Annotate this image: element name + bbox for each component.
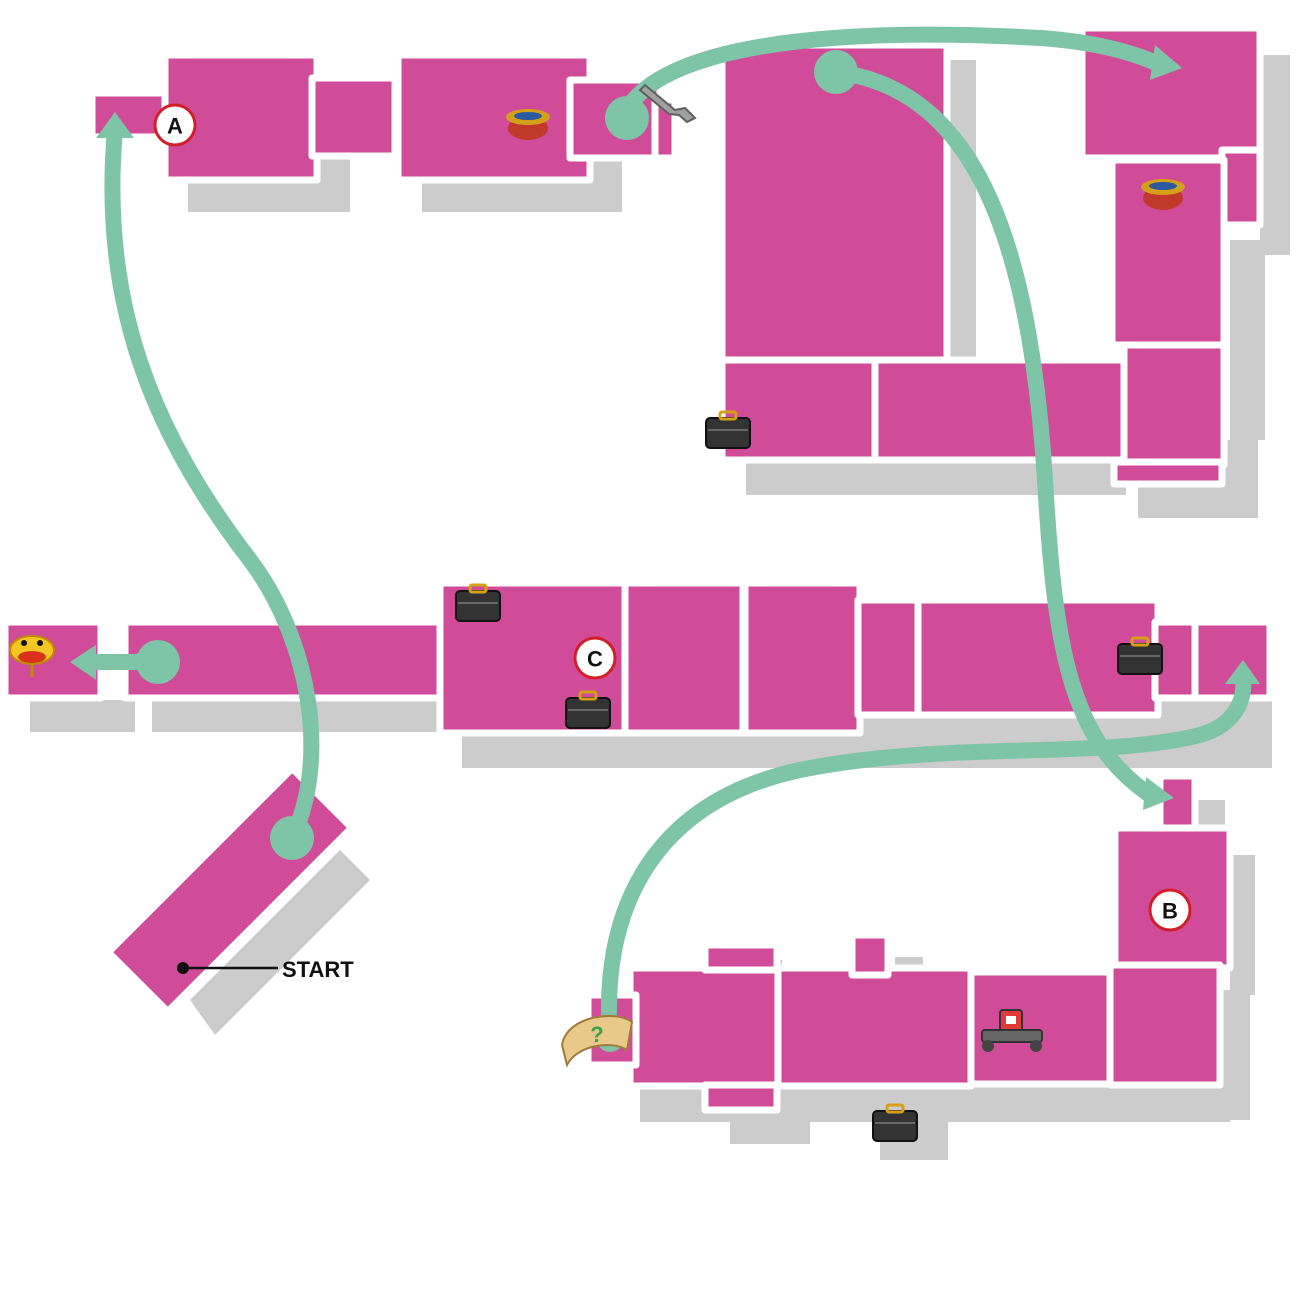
room-scroll-notch-top xyxy=(701,941,781,974)
marker-b: B xyxy=(1148,888,1192,932)
room-jar xyxy=(394,51,594,184)
room-connector xyxy=(854,596,922,719)
route-small-to-top-right xyxy=(614,26,1168,126)
room-c-east xyxy=(741,579,864,737)
room-top-right-ext xyxy=(1218,146,1264,229)
route-node-small xyxy=(605,96,649,140)
room-mid-end xyxy=(1191,618,1274,702)
wrench-icon xyxy=(638,83,697,124)
room-hall-east xyxy=(871,356,1139,464)
marker-c-label: C xyxy=(587,647,603,672)
route-node-long-west xyxy=(136,640,180,684)
route-arrow-creature xyxy=(70,645,96,680)
room-corner xyxy=(1120,336,1228,469)
briefcase-icon xyxy=(455,583,501,622)
treasure-jar-icon xyxy=(1141,179,1185,210)
route-arrow-mid-end xyxy=(1225,660,1260,684)
svg-text:?: ? xyxy=(590,1022,603,1047)
briefcase-icon xyxy=(705,410,751,449)
route-scroll-to-mid-end xyxy=(601,672,1252,1048)
route-node-start xyxy=(270,816,314,860)
route-arrow-a xyxy=(96,112,134,138)
marker-a-label: A xyxy=(167,114,183,139)
marker-c: C xyxy=(573,636,617,680)
room-center-notch xyxy=(848,931,892,979)
room-center-south xyxy=(772,964,975,1090)
routes xyxy=(70,26,1260,1052)
room-corner-step xyxy=(1110,458,1226,488)
briefcase-icon xyxy=(1117,636,1163,675)
yellow-creature-icon xyxy=(9,635,55,677)
room-c-split xyxy=(621,579,747,737)
room-scroll xyxy=(626,964,782,1090)
room-a-corridor xyxy=(308,74,399,160)
route-arrow-top-right xyxy=(1150,45,1182,80)
scroll-icon: ? xyxy=(560,1015,634,1068)
route-arrow-b xyxy=(1143,777,1174,810)
route-start-to-a xyxy=(104,122,320,846)
robot-icon xyxy=(981,1009,1043,1052)
start-label: START xyxy=(282,957,354,982)
briefcase-icon xyxy=(872,1103,918,1142)
room-robot xyxy=(966,968,1114,1088)
marker-b-label: B xyxy=(1162,899,1178,924)
route-node-large xyxy=(814,50,858,94)
start-marker: START xyxy=(177,957,354,982)
treasure-jar-icon xyxy=(506,109,550,140)
briefcase-icon xyxy=(565,690,611,729)
room-b-south xyxy=(1106,961,1224,1089)
room-scroll-notch-bottom xyxy=(701,1081,781,1114)
route-large-to-b xyxy=(828,64,1158,803)
marker-a: A xyxy=(153,103,197,147)
